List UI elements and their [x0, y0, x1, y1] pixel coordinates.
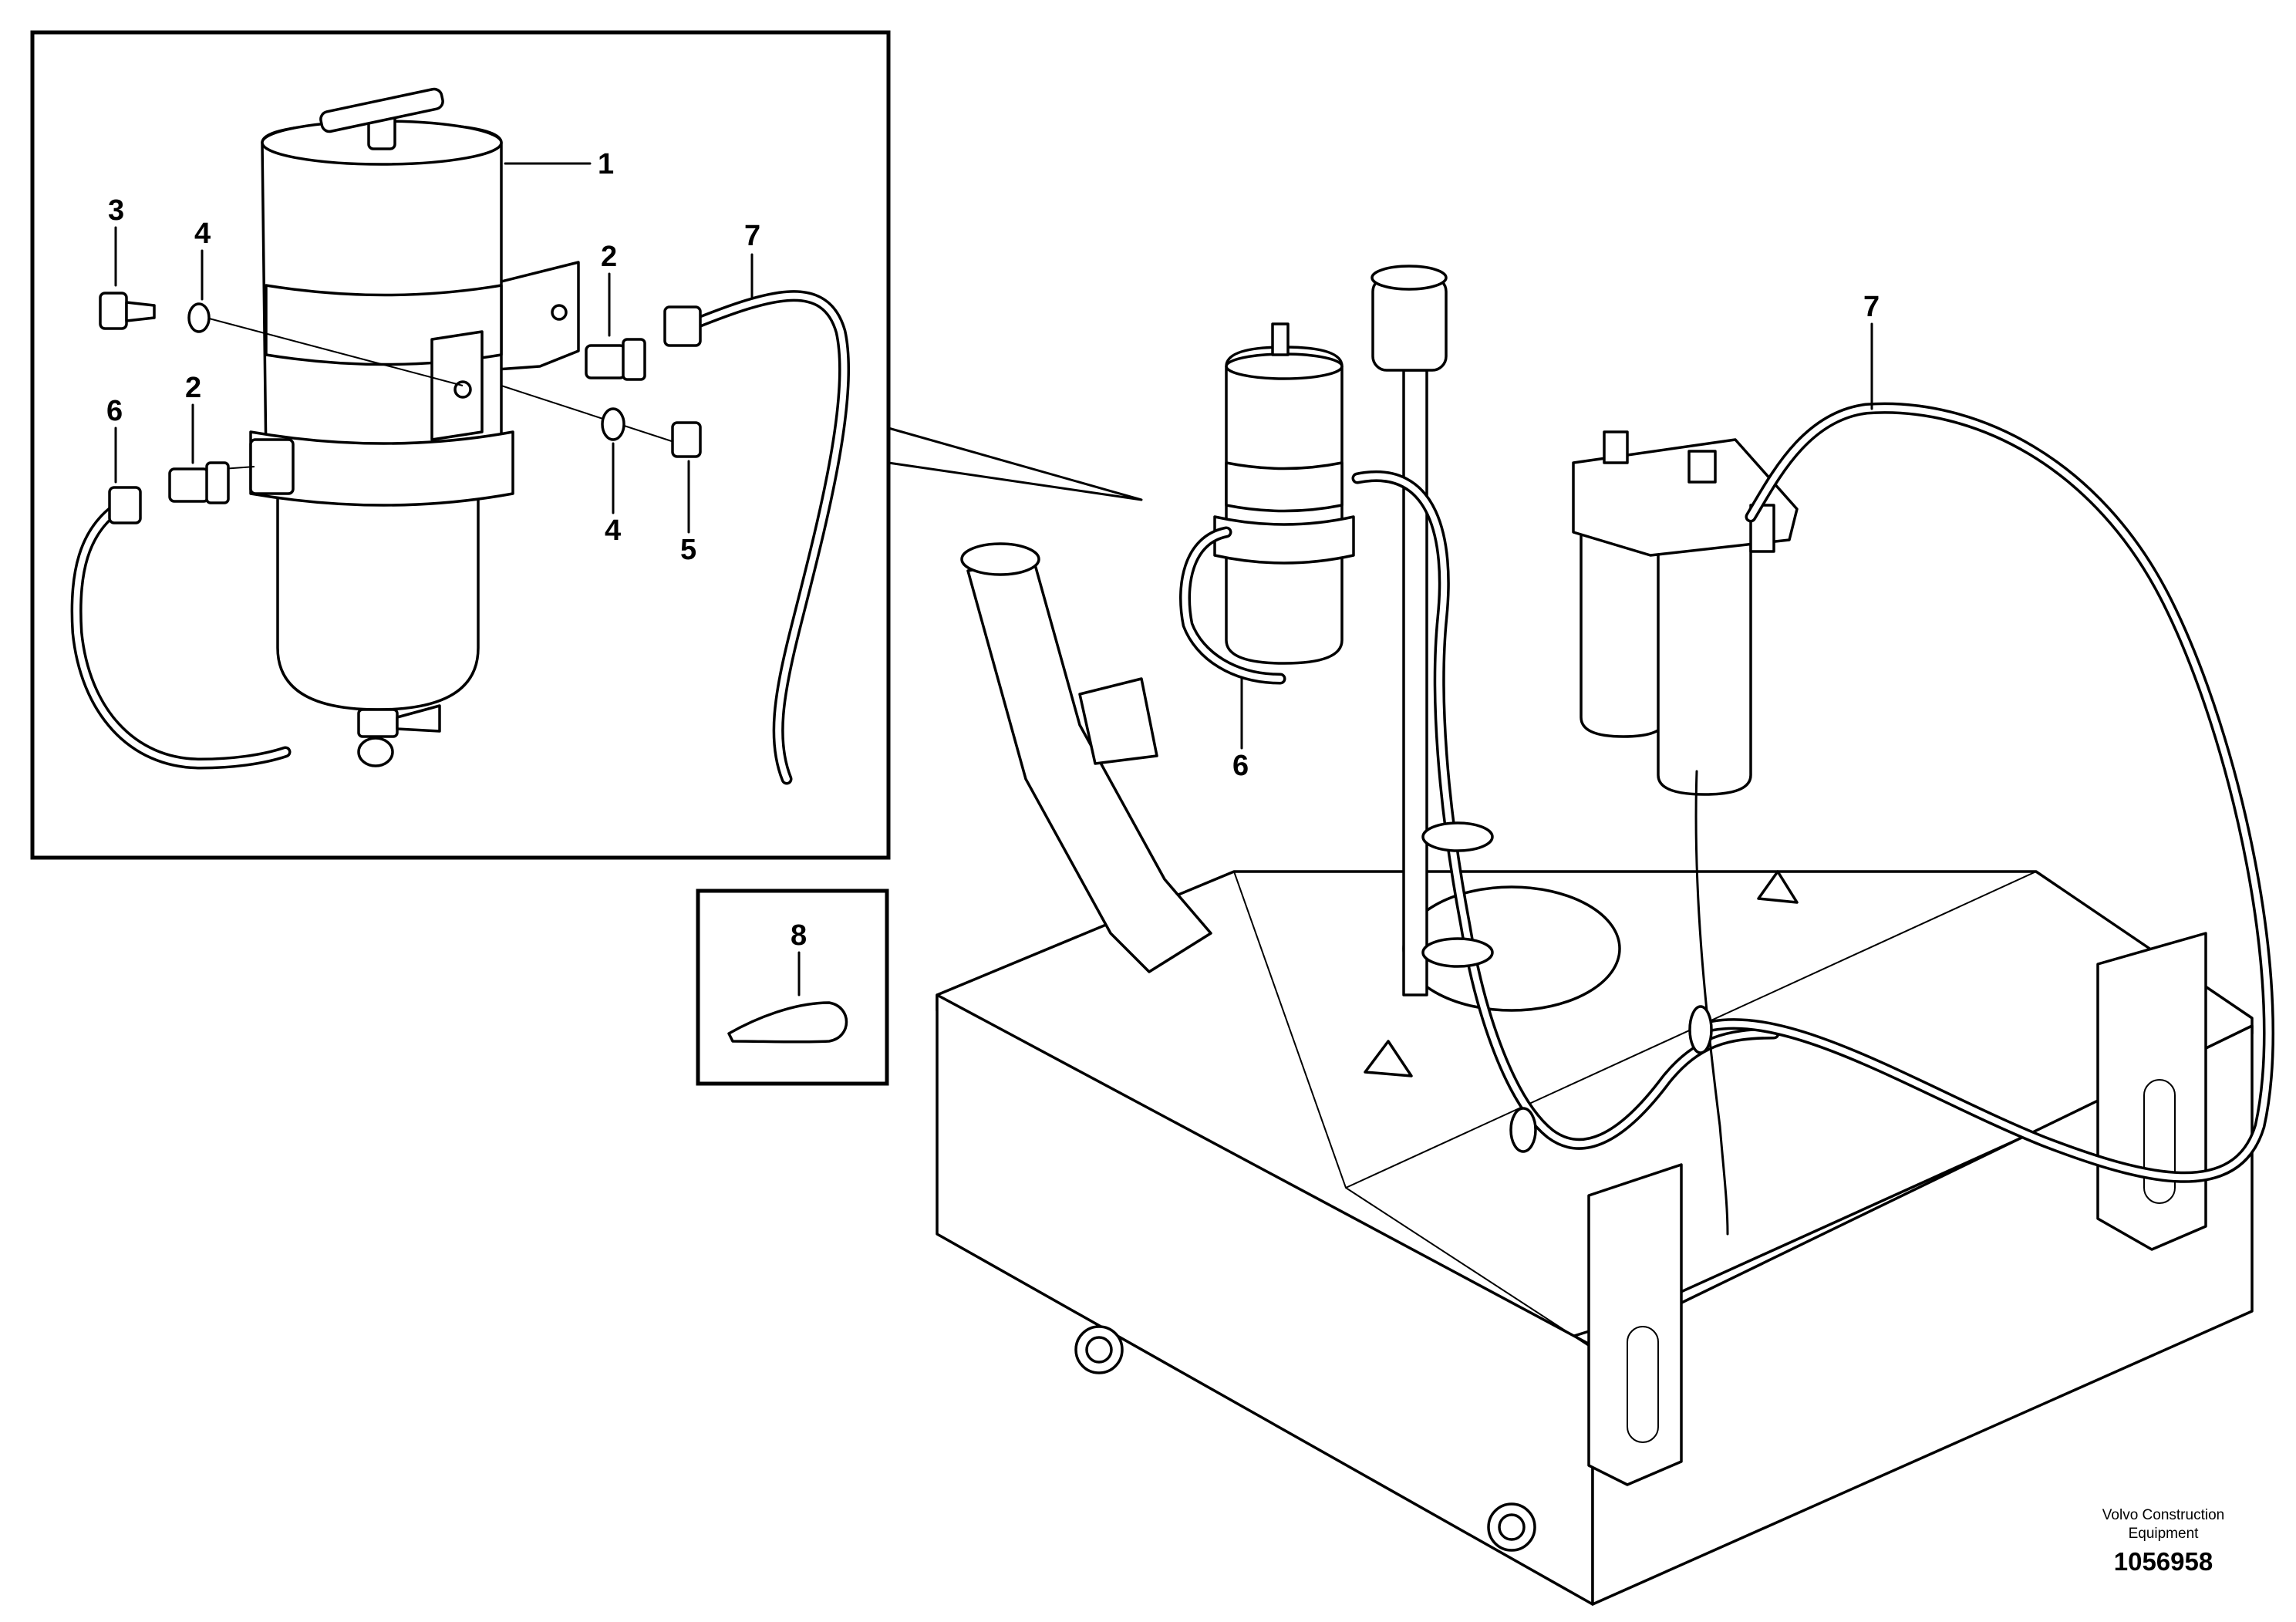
hose-7-nut [663, 305, 702, 347]
lift-eye-b [1757, 870, 1799, 904]
inset-frame [30, 30, 891, 860]
document-number: 1056958 [2114, 1547, 2213, 1576]
tank-bracket-front [1587, 1163, 1683, 1486]
callout-2-upper: 2 [601, 241, 617, 273]
credit-line-2: Equipment [2129, 1526, 2200, 1542]
footer-credit: Volvo Construction Equipment 1056958 [2102, 1507, 2224, 1576]
filter-assembly-1 [249, 87, 580, 767]
explode-line-b [501, 385, 679, 444]
filter-head [249, 430, 514, 507]
cable-tie-a [1421, 821, 1494, 852]
callout-1: 1 [598, 148, 614, 180]
drain-valve [357, 708, 399, 738]
callout-6-inset: 6 [106, 395, 123, 427]
part-5-nut [671, 421, 702, 458]
part-2-adapter-b [168, 461, 230, 504]
t-handle [319, 87, 444, 133]
part-4-washer-b [601, 407, 625, 441]
cable-tie-b [1421, 937, 1494, 968]
hose-6-nut [108, 486, 142, 524]
detail-cable-tie-8: 8 [696, 889, 889, 1086]
primary-fuel-filters [1572, 430, 1799, 796]
callout-6-main: 6 [1232, 750, 1249, 782]
part-2-adapter-a [585, 338, 646, 381]
inset-detail-view: 1 3 4 2 7 6 2 4 5 [30, 30, 1143, 860]
callout-8: 8 [791, 919, 807, 952]
callout-3: 3 [108, 194, 124, 227]
inset-leader [887, 427, 1143, 501]
standpipe [1371, 265, 1448, 996]
filler-neck [960, 542, 1212, 973]
inset-hose-7 [663, 290, 851, 785]
detail-frame [696, 889, 889, 1086]
inlet-port [249, 438, 295, 495]
callout-2-lower: 2 [185, 372, 201, 404]
return-line [1694, 770, 1729, 1236]
callout-7-main: 7 [1863, 291, 1880, 323]
lift-eye-a [1364, 1040, 1413, 1077]
drain-wing [396, 704, 441, 733]
part-4-washer-a [187, 302, 211, 333]
credit-line-1: Volvo Construction [2102, 1507, 2224, 1523]
inset-hose-6 [70, 486, 292, 770]
part-3-bolt [99, 292, 156, 330]
callout-4-upper: 4 [194, 218, 211, 250]
callout-7-inset: 7 [744, 220, 760, 252]
fuel-tank-assembly: 6 7 [936, 265, 2274, 1606]
callout-4-lower: 4 [605, 514, 621, 547]
main-fuel-separator [1213, 322, 1355, 665]
callout-5: 5 [680, 534, 696, 566]
cable-tie-d [1688, 1005, 1713, 1054]
explode-line-a [200, 315, 464, 386]
filter-lower-bowl [276, 477, 480, 711]
cable-tie [727, 1001, 848, 1044]
cable-tie-c [1509, 1107, 1537, 1153]
